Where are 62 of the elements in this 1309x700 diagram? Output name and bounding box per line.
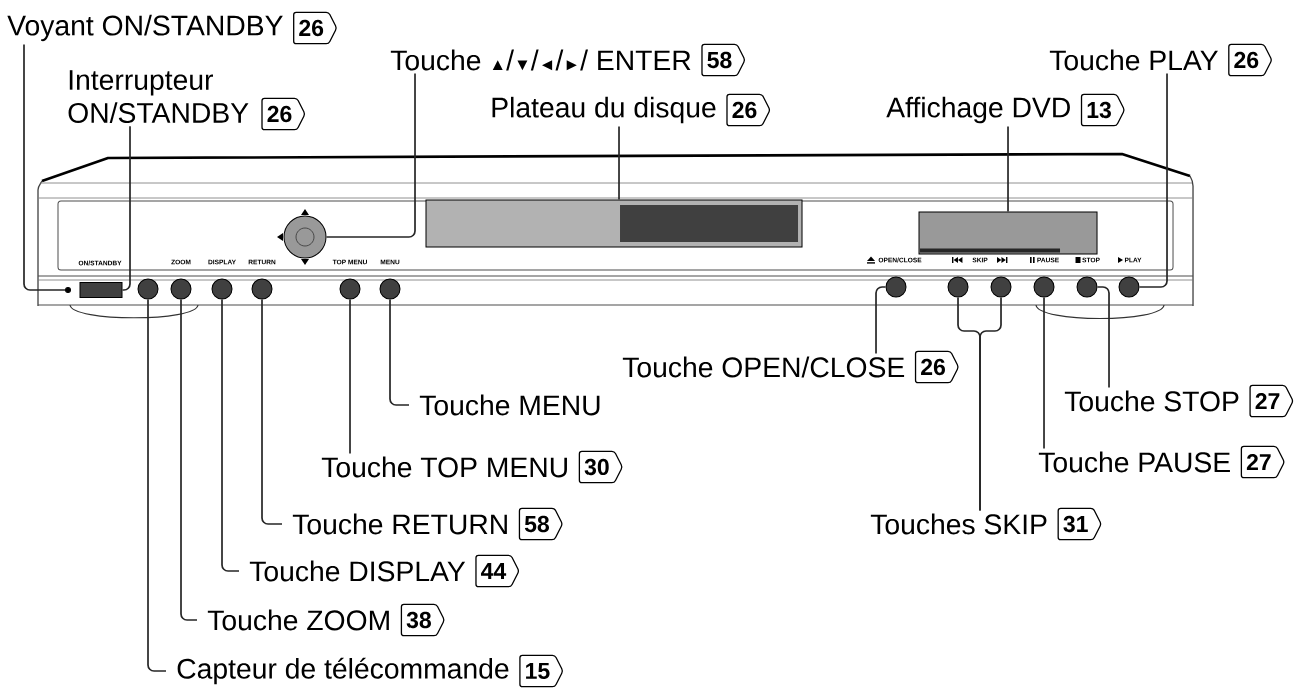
callout-label: Plateau du disque bbox=[492, 96, 716, 124]
page-reference-tag: 30 bbox=[578, 450, 623, 484]
power-switch bbox=[79, 282, 123, 298]
callout-label: Touche ▲/▼/◄/►/ ENTER bbox=[390, 49, 691, 71]
page-reference-tag: 58 bbox=[701, 43, 745, 77]
round-button bbox=[170, 278, 192, 300]
leader-line bbox=[349, 298, 351, 455]
callout-label: Touche OPEN/CLOSE bbox=[622, 356, 905, 378]
callout-label: Capteur de télécommande bbox=[177, 657, 509, 685]
round-button bbox=[1076, 276, 1098, 298]
callout-label: Voyant ON/STANDBY bbox=[7, 14, 283, 42]
page-reference-tag: 26 bbox=[726, 93, 770, 127]
page-reference-tag: 26 bbox=[261, 97, 305, 131]
leader-line bbox=[1043, 296, 1045, 450]
page-reference-tag: 58 bbox=[518, 507, 563, 541]
page-reference-tag: 44 bbox=[475, 554, 519, 588]
display-window bbox=[918, 211, 1098, 255]
round-button bbox=[990, 276, 1012, 298]
leader-line bbox=[23, 43, 66, 291]
round-button bbox=[1033, 276, 1055, 298]
page-reference-tag: 26 bbox=[293, 11, 337, 45]
indicator-light bbox=[65, 287, 71, 293]
callout-label: Touche STOP bbox=[1064, 390, 1239, 412]
leader-line bbox=[121, 125, 131, 291]
page-reference-tag: 31 bbox=[1057, 507, 1102, 541]
page-reference-tag: 15 bbox=[519, 654, 563, 688]
callout-label: Touche MENU bbox=[419, 394, 600, 416]
leader-line bbox=[261, 298, 283, 525]
leader-line bbox=[1096, 286, 1110, 389]
round-button bbox=[1118, 276, 1140, 298]
callout-label: Touche PAUSE bbox=[1038, 451, 1230, 473]
leader-line bbox=[389, 298, 410, 406]
callout-label: Touche TOP MENU bbox=[321, 456, 567, 478]
leader-line bbox=[1007, 125, 1009, 213]
callout-label: Touches SKIP bbox=[870, 513, 1047, 535]
callout-label: Interrupteur ON/STANDBY bbox=[68, 70, 249, 123]
leader-line bbox=[979, 296, 1002, 512]
leader-line bbox=[618, 125, 620, 201]
round-button bbox=[379, 278, 401, 300]
round-button bbox=[339, 278, 361, 300]
page-reference-tag: 26 bbox=[1228, 43, 1272, 77]
navigation-pad bbox=[283, 215, 327, 259]
callout-label: Touche RETURN bbox=[292, 513, 507, 535]
page-reference-tag: 26 bbox=[914, 350, 959, 384]
page-reference-tag: 13 bbox=[1080, 93, 1125, 127]
leader-line bbox=[147, 298, 167, 672]
page-reference-tag: 27 bbox=[1249, 384, 1294, 418]
disc-tray bbox=[425, 199, 803, 248]
callout-label: Affichage DVD bbox=[886, 96, 1070, 124]
round-button bbox=[211, 278, 233, 300]
page-reference-tag: 27 bbox=[1240, 445, 1285, 479]
callout-label: Touche PLAY bbox=[1049, 49, 1218, 71]
callout-label: Touche DISPLAY bbox=[249, 560, 466, 582]
round-button bbox=[885, 276, 907, 298]
leader-line bbox=[875, 286, 887, 355]
leader-line bbox=[1138, 72, 1168, 288]
round-sensor bbox=[137, 278, 159, 300]
round-button bbox=[947, 276, 969, 298]
callout-label: Touche ZOOM bbox=[207, 609, 389, 631]
page-reference-tag: 38 bbox=[400, 603, 445, 637]
leader-line bbox=[325, 72, 416, 238]
round-button bbox=[251, 278, 273, 300]
